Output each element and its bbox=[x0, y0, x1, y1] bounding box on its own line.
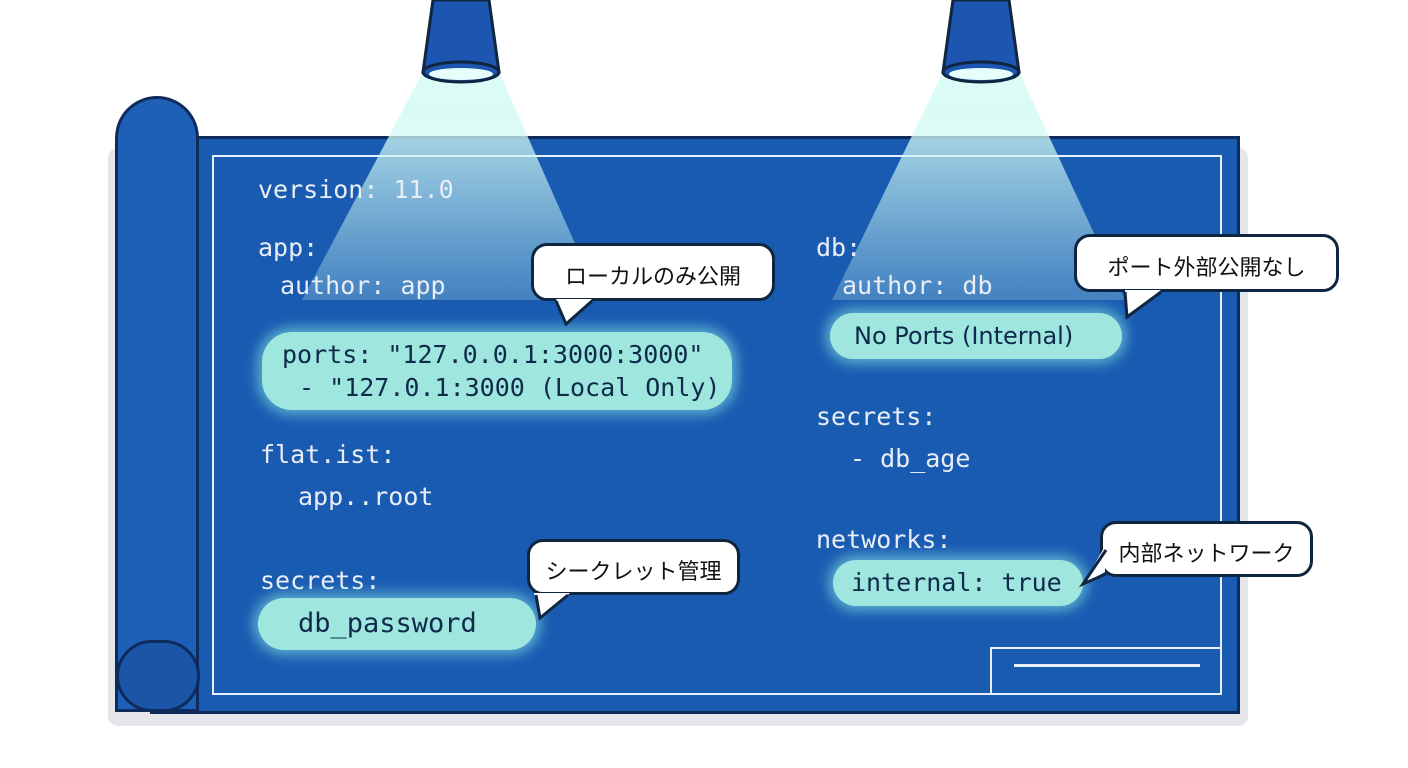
callout-tail bbox=[1123, 290, 1162, 320]
db-author: author: db bbox=[842, 271, 993, 300]
callout-secret-management: シークレット管理 bbox=[527, 539, 740, 621]
app-ports-highlight: ports: "127.0.0.1:3000:3000" - "127.0.1:… bbox=[262, 332, 732, 410]
db-ports-note: No Ports (Internal) bbox=[854, 322, 1074, 350]
app-secrets-key: secrets: bbox=[260, 566, 381, 595]
callout-local-only: ローカルのみ公開 bbox=[531, 243, 775, 327]
flat-list-value: app..root bbox=[298, 482, 434, 511]
right-spotlight-icon bbox=[941, 0, 1021, 84]
db-network-highlight: internal: true bbox=[833, 560, 1083, 606]
callout-internal-network-text: 内部ネットワーク bbox=[1118, 542, 1295, 567]
scroll-roll-curl bbox=[116, 640, 200, 712]
db-secrets-key: secrets: bbox=[816, 402, 937, 431]
blueprint-frame bbox=[212, 155, 1222, 695]
flat-list-key: flat.ist: bbox=[260, 440, 396, 469]
db-networks-key: networks: bbox=[816, 525, 952, 554]
callout-tail bbox=[534, 593, 570, 621]
ports-line-2: - "127.0.1:3000 (Local Only) bbox=[284, 373, 721, 402]
callout-local-only-text: ローカルのみ公開 bbox=[564, 265, 741, 290]
db-key: db: bbox=[816, 233, 862, 262]
app-secret-highlight: db_password bbox=[258, 598, 536, 650]
callout-secret-management-text: シークレット管理 bbox=[545, 560, 722, 585]
version-line: version: 11.0 bbox=[258, 175, 454, 204]
app-author: author: app bbox=[280, 271, 446, 300]
scroll-roll bbox=[115, 96, 199, 712]
db-network-value: internal: true bbox=[851, 568, 1062, 597]
callout-internal-network: 内部ネットワーク bbox=[1078, 521, 1313, 588]
callout-tail bbox=[1078, 546, 1108, 588]
db-secret-value: - db_age bbox=[850, 444, 971, 473]
db-ports-highlight: No Ports (Internal) bbox=[830, 313, 1122, 359]
callout-no-external-ports-text: ポート外部公開なし bbox=[1107, 256, 1306, 281]
callout-tail bbox=[554, 299, 593, 327]
left-spotlight-icon bbox=[421, 0, 501, 84]
app-secret-value: db_password bbox=[298, 608, 477, 639]
title-block-line bbox=[1014, 664, 1200, 667]
blueprint-title-block bbox=[990, 647, 1221, 695]
callout-no-external-ports: ポート外部公開なし bbox=[1074, 234, 1339, 320]
ports-line-1: ports: "127.0.0.1:3000:3000" bbox=[282, 340, 704, 369]
app-key: app: bbox=[258, 233, 319, 262]
